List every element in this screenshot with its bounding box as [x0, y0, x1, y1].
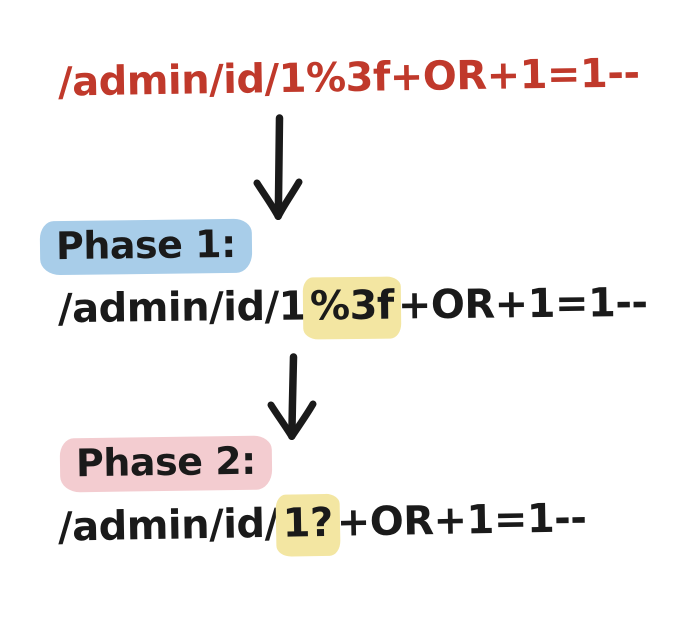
phase-1-label-text: Phase 1: — [55, 221, 237, 269]
arrow-origin-to-phase-1 — [244, 112, 316, 226]
phase-2-label: Phase 2: — [59, 435, 273, 493]
original-request-url: /admin/id/1%3f+OR+1=1-- — [57, 50, 640, 106]
phase-2-url-highlighted-token: 1? — [278, 500, 337, 547]
phase-1-block: Phase 1: /admin/id/1%3f+OR+1=1-- — [39, 218, 648, 332]
arrow-phase-1-to-phase-2 — [256, 352, 328, 446]
phase-2-block: Phase 2: /admin/id/1?+OR+1=1-- — [58, 435, 588, 551]
phase-1-url-prefix: /admin/id/1 — [57, 283, 307, 333]
phase-2-url: /admin/id/1?+OR+1=1-- — [57, 495, 587, 551]
phase-1-url: /admin/id/1%3f+OR+1=1-- — [57, 279, 648, 333]
phase-1-url-suffix: +OR+1=1-- — [397, 279, 648, 329]
phase-2-url-suffix: +OR+1=1-- — [336, 495, 587, 546]
phase-2-label-text: Phase 2: — [75, 438, 257, 486]
phase-2-url-prefix: /admin/id/ — [57, 500, 280, 551]
phase-1-label: Phase 1: — [39, 218, 253, 276]
phase-1-url-highlighted-token: %3f — [306, 283, 398, 330]
